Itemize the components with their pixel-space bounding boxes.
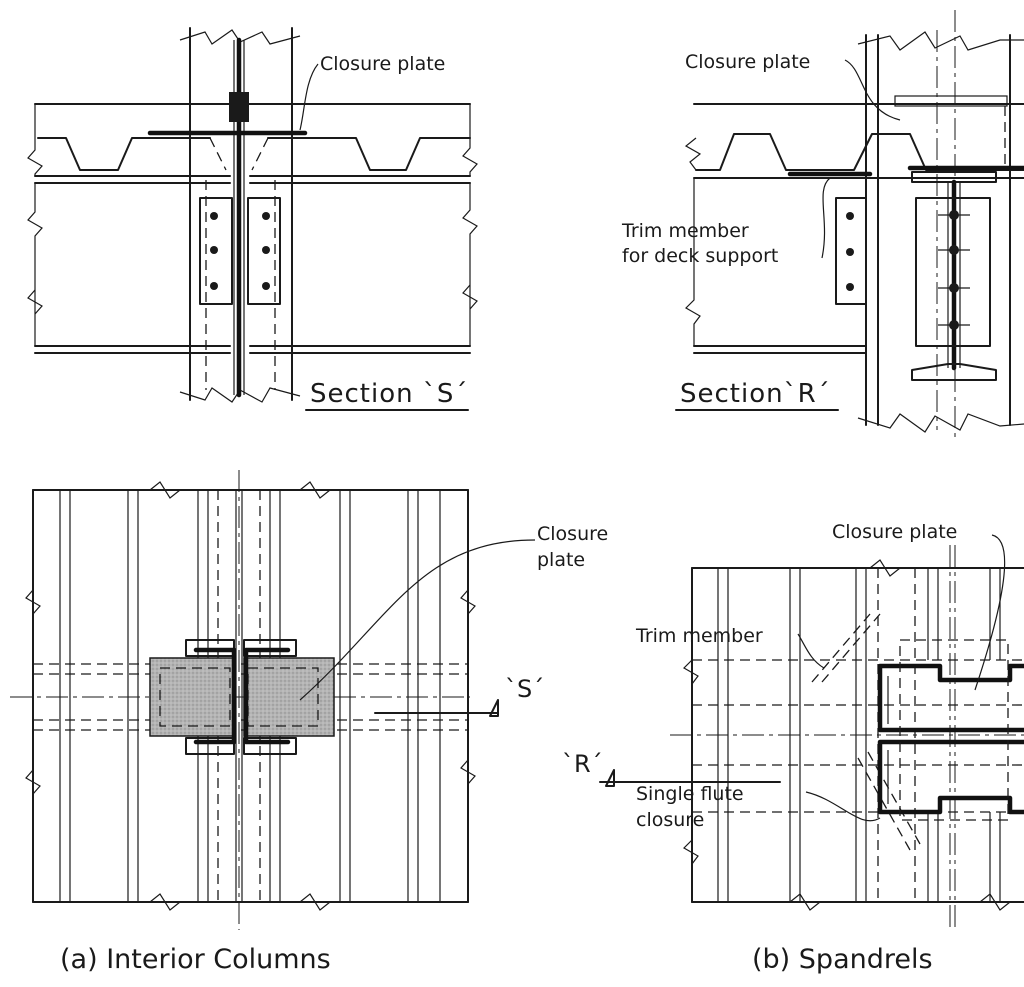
section-r-marker: `R´ — [562, 750, 603, 778]
spandrel-closure-plate-label: Closure plate — [832, 521, 957, 543]
caption-spandrels: (b) Spandrels — [752, 944, 933, 975]
single-flute-label-line2: closure — [636, 809, 704, 831]
section-r-view: Closure plate Trim member for deck suppo… — [621, 10, 1024, 440]
caption-interior-columns: (a) Interior Columns — [60, 944, 331, 975]
section-s-view: Closure plate Section `S´ — [27, 27, 478, 411]
closure-plate-label: Closure plate — [320, 53, 445, 75]
trim-member-deck-label-line1: Trim member — [621, 220, 749, 242]
section-r-title: Section`R´ — [680, 379, 831, 409]
plan-closure-label-line1: Closure — [537, 523, 608, 545]
plan-closure-label-line2: plate — [537, 549, 585, 571]
plan-interior-columns: `S´ Closure plate — [10, 470, 608, 930]
section-r-closure-plate-label: Closure plate — [685, 51, 810, 73]
section-s-title: Section `S´ — [310, 379, 468, 409]
section-s-marker: `S´ — [505, 675, 544, 703]
plan-spandrels: `R´ Closure plate Trim member Single flu… — [562, 521, 1024, 930]
trim-member-deck-label-line2: for deck support — [622, 245, 778, 267]
trim-member-label: Trim member — [635, 625, 763, 647]
single-flute-label-line1: Single flute — [636, 783, 744, 805]
